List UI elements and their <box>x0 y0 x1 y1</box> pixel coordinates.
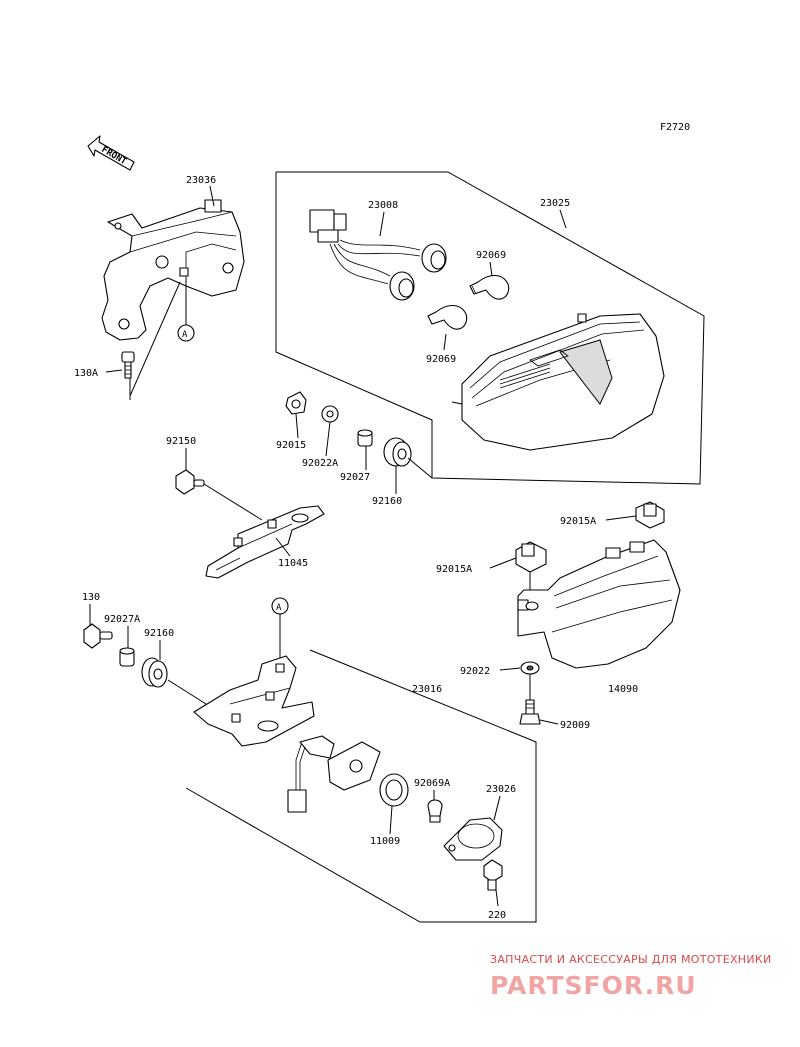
collar-92027A <box>119 647 135 667</box>
screw-220 <box>483 859 503 891</box>
label-92160-upper: 92160 <box>372 496 402 507</box>
screw-92009 <box>519 699 541 725</box>
label-220: 220 <box>488 910 506 921</box>
label-92150: 92150 <box>166 436 196 447</box>
bolt-130 <box>83 623 113 649</box>
svg-text:A: A <box>182 330 188 340</box>
label-92069-lower: 92069 <box>426 354 456 365</box>
cover-14090 <box>517 539 681 669</box>
bracket-11045 <box>205 505 325 579</box>
label-23026: 23026 <box>486 784 516 795</box>
gasket-11009 <box>379 773 409 807</box>
svg-text:A: A <box>276 603 282 613</box>
nut-92015A-left <box>515 541 547 573</box>
figure-code: F2720 <box>660 122 690 133</box>
label-14090: 14090 <box>608 684 638 695</box>
nut-92015A-right <box>635 501 665 529</box>
bracket-23036 <box>101 199 245 341</box>
label-23008: 23008 <box>368 200 398 211</box>
front-arrow-icon: FRONT <box>87 135 135 171</box>
ref-a-marker-upper: A <box>177 278 195 342</box>
group-frame-23016 <box>185 649 537 923</box>
bulb-92069A <box>427 799 443 823</box>
watermark-tagline: ЗАПЧАСТИ И АКСЕССУАРЫ ДЛЯ МОТОТЕХНИКИ <box>490 953 772 966</box>
bolt-130A <box>121 351 135 379</box>
socket-harness <box>287 735 381 813</box>
label-92027A: 92027A <box>104 614 140 625</box>
label-92022A: 92022A <box>302 458 338 469</box>
label-130A: 130A <box>74 368 98 379</box>
label-23025: 23025 <box>540 198 570 209</box>
collar-92027 <box>357 429 373 447</box>
label-92069-upper: 92069 <box>476 250 506 261</box>
ref-a-marker-lower: A <box>271 597 289 664</box>
washer-92022 <box>520 661 540 675</box>
watermark-logo: PARTSFOR.RU <box>490 971 697 1000</box>
label-92015: 92015 <box>276 440 306 451</box>
harness-23008 <box>309 209 447 301</box>
label-92015A-left: 92015A <box>436 564 472 575</box>
license-plate-bracket <box>193 655 315 747</box>
label-92009: 92009 <box>560 720 590 731</box>
bulb-92069-upper <box>469 274 510 300</box>
label-92160-lower: 92160 <box>144 628 174 639</box>
label-23016: 23016 <box>412 684 442 695</box>
label-11009: 11009 <box>370 836 400 847</box>
label-92015A-right: 92015A <box>560 516 596 527</box>
label-23036: 23036 <box>186 175 216 186</box>
label-130: 130 <box>82 592 100 603</box>
label-92022: 92022 <box>460 666 490 677</box>
grommet-92160-lower <box>141 657 168 688</box>
grommet-92160-upper <box>383 437 412 467</box>
lamp-cover-23026 <box>443 817 503 861</box>
front-label: FRONT <box>100 145 129 167</box>
bolt-92150 <box>175 469 205 495</box>
label-92027: 92027 <box>340 472 370 483</box>
washer-92022A <box>321 405 339 423</box>
label-11045: 11045 <box>278 558 308 569</box>
tail-lamp-23025 <box>451 313 665 451</box>
group-frame-23025 <box>275 171 705 485</box>
nut-92015 <box>285 391 307 415</box>
bulb-92069-lower <box>427 304 468 330</box>
label-92069A: 92069A <box>414 778 450 789</box>
